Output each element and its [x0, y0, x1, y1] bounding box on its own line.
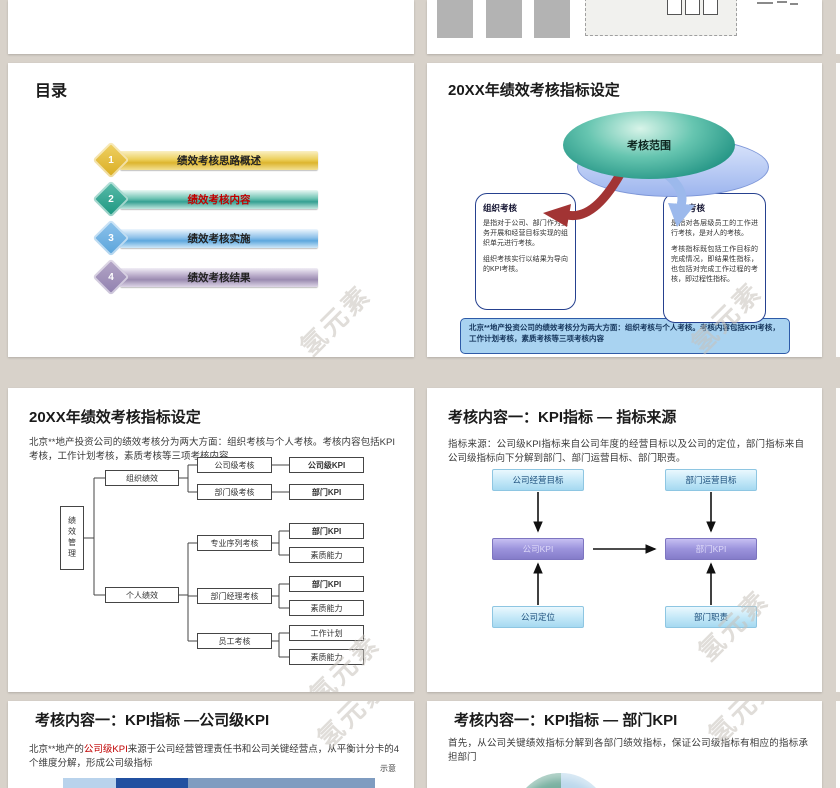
slide-title: 20XX年绩效考核指标设定: [448, 82, 620, 99]
slide-thumbnail-dept-kpi-partial[interactable]: 考核内容一：KPI指标 — 部门KPI 首先，从公司关键绩效指标分解到各部门绩效…: [427, 701, 822, 788]
tree-node: 员工考核: [197, 633, 272, 649]
partial-slide-edge: [836, 0, 840, 54]
tree-node: 公司级KPI: [289, 457, 364, 473]
tree-node: 素质能力: [289, 649, 364, 665]
tiny-text-mark: [790, 3, 798, 5]
callout-paragraph: 是指对各层级员工的工作进行考核，是对人的考核。: [671, 220, 758, 237]
tree-node: 部门级考核: [197, 484, 272, 500]
callout-heading: 组织考核: [483, 203, 518, 213]
toc-label: 绩效考核内容: [187, 194, 251, 206]
toc-label: 绩效考核思路概述: [177, 155, 261, 167]
summary-info-bar: 北京**地产投资公司的绩效考核分为两大方面：组织考核与个人考核。考核内容包括KP…: [460, 318, 790, 354]
bar-segment-slate: [188, 778, 375, 788]
pie-chart: [513, 773, 609, 788]
small-white-box: [703, 0, 718, 15]
gray-placeholder-box: [534, 0, 570, 38]
toc-label: 绩效考核实施: [187, 233, 251, 245]
schematic-note: 示意: [380, 764, 396, 773]
toc-bar: 绩效考核实施: [120, 229, 318, 248]
blue-arrowhead-icon: [668, 203, 695, 227]
toc-number: 4: [108, 271, 114, 283]
partial-slide-edge: [836, 701, 840, 788]
tree-node: 部门KPI: [289, 576, 364, 592]
callout-paragraph: 考核指标既包括工作目标的完成情况，即结果性指标，也包括对完成工作过程的考核，即过…: [671, 245, 758, 283]
slide-thumbnail-tree[interactable]: 20XX年绩效考核指标设定 北京**地产投资公司的绩效考核分为两大方面：组织考核…: [8, 388, 414, 692]
toc-item-1: 绩效考核思路概述 1: [92, 141, 318, 179]
slide-thumbnail-scope[interactable]: 20XX年绩效考核指标设定 考核范围 组织考核 是指对于公司、部门作为业务开展和…: [427, 63, 822, 357]
watermark: 氢元素: [294, 279, 377, 357]
toc-item-2: 绩效考核内容 2: [92, 180, 318, 218]
flow-box-dept-duty: 部门职责: [665, 606, 757, 628]
scope-ellipse-label: 考核范围: [627, 140, 671, 152]
curved-arrows-layer: [543, 163, 695, 227]
slide-thumbnail-top-left-partial[interactable]: [8, 0, 414, 54]
toc-bar: 绩效考核内容: [120, 190, 318, 209]
bar-segment-navy: [116, 778, 188, 788]
toc-bar: 绩效考核结果: [120, 268, 318, 287]
diamond-number-icon: 3: [92, 219, 130, 257]
paragraph-segment: 北京**地产的: [29, 744, 84, 755]
toc-item-3: 绩效考核实施 3: [92, 219, 318, 257]
org-assessment-callout: 组织考核 是指对于公司、部门作为业务开展和经营目标实现的组织单元进行考核。 组织…: [475, 193, 576, 310]
tree-node: 个人绩效: [105, 587, 179, 603]
tree-node-root: 绩效管理: [60, 506, 84, 570]
callout-paragraph: 是指对于公司、部门作为业务开展和经营目标实现的组织单元进行考核。: [483, 220, 568, 247]
flow-box-company-kpi: 公司KPI: [492, 538, 584, 560]
flow-box-dept-goal: 部门运营目标: [665, 469, 757, 491]
slide-thumbnail-toc[interactable]: 目录 绩效考核思路概述 1 绩效考核内容 2 绩效考核实施 3 绩效考核结果 4…: [8, 63, 414, 357]
toc-number: 2: [108, 193, 114, 205]
slide-thumbnail-top-right-partial[interactable]: [427, 0, 822, 54]
diamond-number-icon: 2: [92, 180, 130, 218]
tree-node: 专业序列考核: [197, 535, 272, 551]
tree-node: 组织绩效: [105, 470, 179, 486]
red-arrowhead-icon: [543, 204, 571, 227]
slide-title: 考核内容一：KPI指标 —公司级KPI: [35, 712, 270, 729]
paragraph-red-segment: 公司级KPI: [83, 744, 128, 755]
slide-title: 目录: [35, 83, 68, 100]
bar-segment-light: [63, 778, 116, 788]
diamond-number-icon: 1: [92, 141, 130, 179]
tree-connectors: [84, 464, 289, 658]
scope-ellipse: 考核范围: [563, 111, 735, 179]
slide-thumbnail-kpi-source[interactable]: 考核内容一：KPI指标 — 指标来源 指标来源：公司级KPI指标来自公司年度的经…: [427, 388, 822, 692]
tree-node: 工作计划: [289, 625, 364, 641]
toc-item-4: 绩效考核结果 4: [92, 258, 318, 296]
flow-box-company-position: 公司定位: [492, 606, 584, 628]
flow-box-dept-kpi: 部门KPI: [665, 538, 757, 560]
partial-slide-edge: [836, 388, 840, 692]
diamond-number-icon: 4: [92, 258, 130, 296]
callout-paragraph: 组织考核实行以结果为导向的KPI考核。: [483, 255, 568, 273]
slide-title: 考核内容一：KPI指标 — 指标来源: [448, 409, 677, 426]
tree-node: 部门经理考核: [197, 588, 272, 604]
red-curved-arrow-icon: [566, 166, 627, 221]
partial-slide-edge: [836, 63, 840, 357]
slide-thumbnail-company-kpi-partial[interactable]: 考核内容一：KPI指标 —公司级KPI 北京**地产的公司级KPI来源于公司经营…: [8, 701, 414, 788]
toc-label: 绩效考核结果: [187, 272, 251, 284]
table-header-bar: [63, 778, 375, 788]
tree-node: 素质能力: [289, 547, 364, 563]
slide-paragraph: 首先，从公司关键绩效指标分解到各部门绩效指标，保证公司级指标有相应的指标承担部门: [448, 738, 808, 764]
slide-title: 考核内容一：KPI指标 — 部门KPI: [454, 712, 678, 729]
tree-node: 部门KPI: [289, 523, 364, 539]
flow-arrows: [533, 492, 716, 605]
tree-node: 部门KPI: [289, 484, 364, 500]
toc-number: 3: [108, 232, 114, 244]
flow-box-company-goal: 公司经营目标: [492, 469, 584, 491]
paragraph-segment: 来源于公司经营管理责任书和公司关键经营点，从平衡计分卡的4个维度分解，形成公司级…: [29, 744, 400, 770]
slide-title: 20XX年绩效考核指标设定: [29, 409, 201, 426]
tree-node: 素质能力: [289, 600, 364, 616]
tiny-text-mark: [757, 2, 773, 4]
slide-paragraph: 指标来源：公司级KPI指标来自公司年度的经营目标以及公司的定位，部门指标来自公司…: [448, 439, 804, 465]
slide-paragraph: 北京**地产投资公司的绩效考核分为两大方面：组织考核与个人考核。考核内容包括KP…: [29, 437, 395, 463]
tree-node: 公司级考核: [197, 457, 272, 473]
gray-placeholder-box: [437, 0, 473, 38]
toc-bar: 绩效考核思路概述: [120, 151, 318, 170]
toc-number: 1: [108, 154, 114, 166]
tiny-text-mark: [777, 1, 787, 3]
slide-paragraph: 北京**地产的公司级KPI来源于公司经营管理责任书和公司关键经营点，从平衡计分卡…: [29, 743, 399, 772]
small-white-box: [667, 0, 682, 15]
small-white-box: [685, 0, 700, 15]
gray-placeholder-box: [486, 0, 522, 38]
